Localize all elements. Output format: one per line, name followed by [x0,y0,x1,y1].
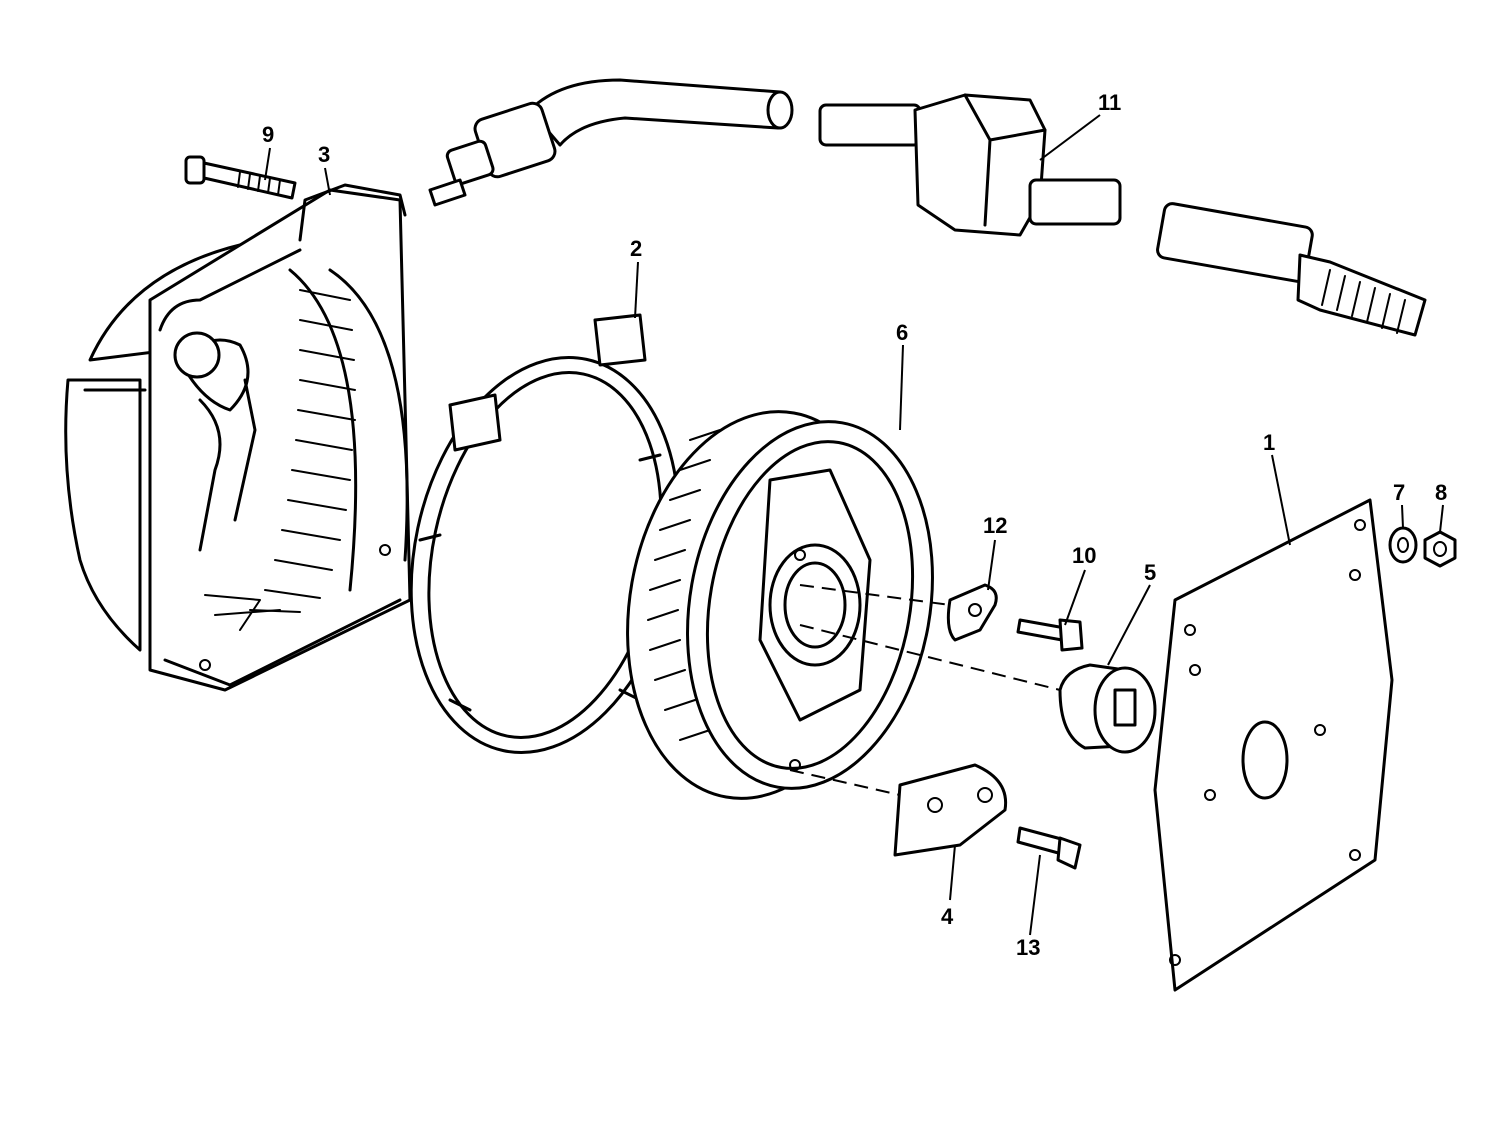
callout-8: 8 [1435,480,1447,505]
part-7-lock-washer [1388,526,1418,564]
callout-1: 1 [1263,430,1275,455]
part-2-brake-band [409,313,681,754]
alignment-lines [789,584,1061,796]
callout-4: 4 [941,904,954,929]
part-8-nut [1423,530,1457,568]
callout-7: 7 [1393,480,1405,505]
part-1-cover-plate [1153,498,1394,992]
leader-lines [264,114,1444,936]
part-9-long-bolt [184,155,297,200]
callout-3: 3 [318,142,330,167]
callout-10: 10 [1072,543,1096,568]
part-13-screw [1016,826,1082,870]
part-11-shaft-assembly [428,78,1427,337]
callout-9: 9 [262,122,274,147]
callout-5: 5 [1144,560,1156,585]
part-10-bolt [1016,618,1084,652]
callout-11: 11 [1098,90,1121,115]
callout-labels: 9 3 2 6 11 1 7 8 12 10 5 4 13 [262,90,1447,960]
part-3-gear-housing [64,183,412,692]
callout-12: 12 [983,513,1007,538]
part-5-splined-coupler [1058,663,1157,754]
callout-6: 6 [896,320,908,345]
part-4-shoe [893,763,1008,857]
callout-13: 13 [1016,935,1040,960]
callout-2: 2 [630,236,642,261]
part-12-small-plate [946,583,998,642]
part-6-clutch-drum [626,410,934,800]
